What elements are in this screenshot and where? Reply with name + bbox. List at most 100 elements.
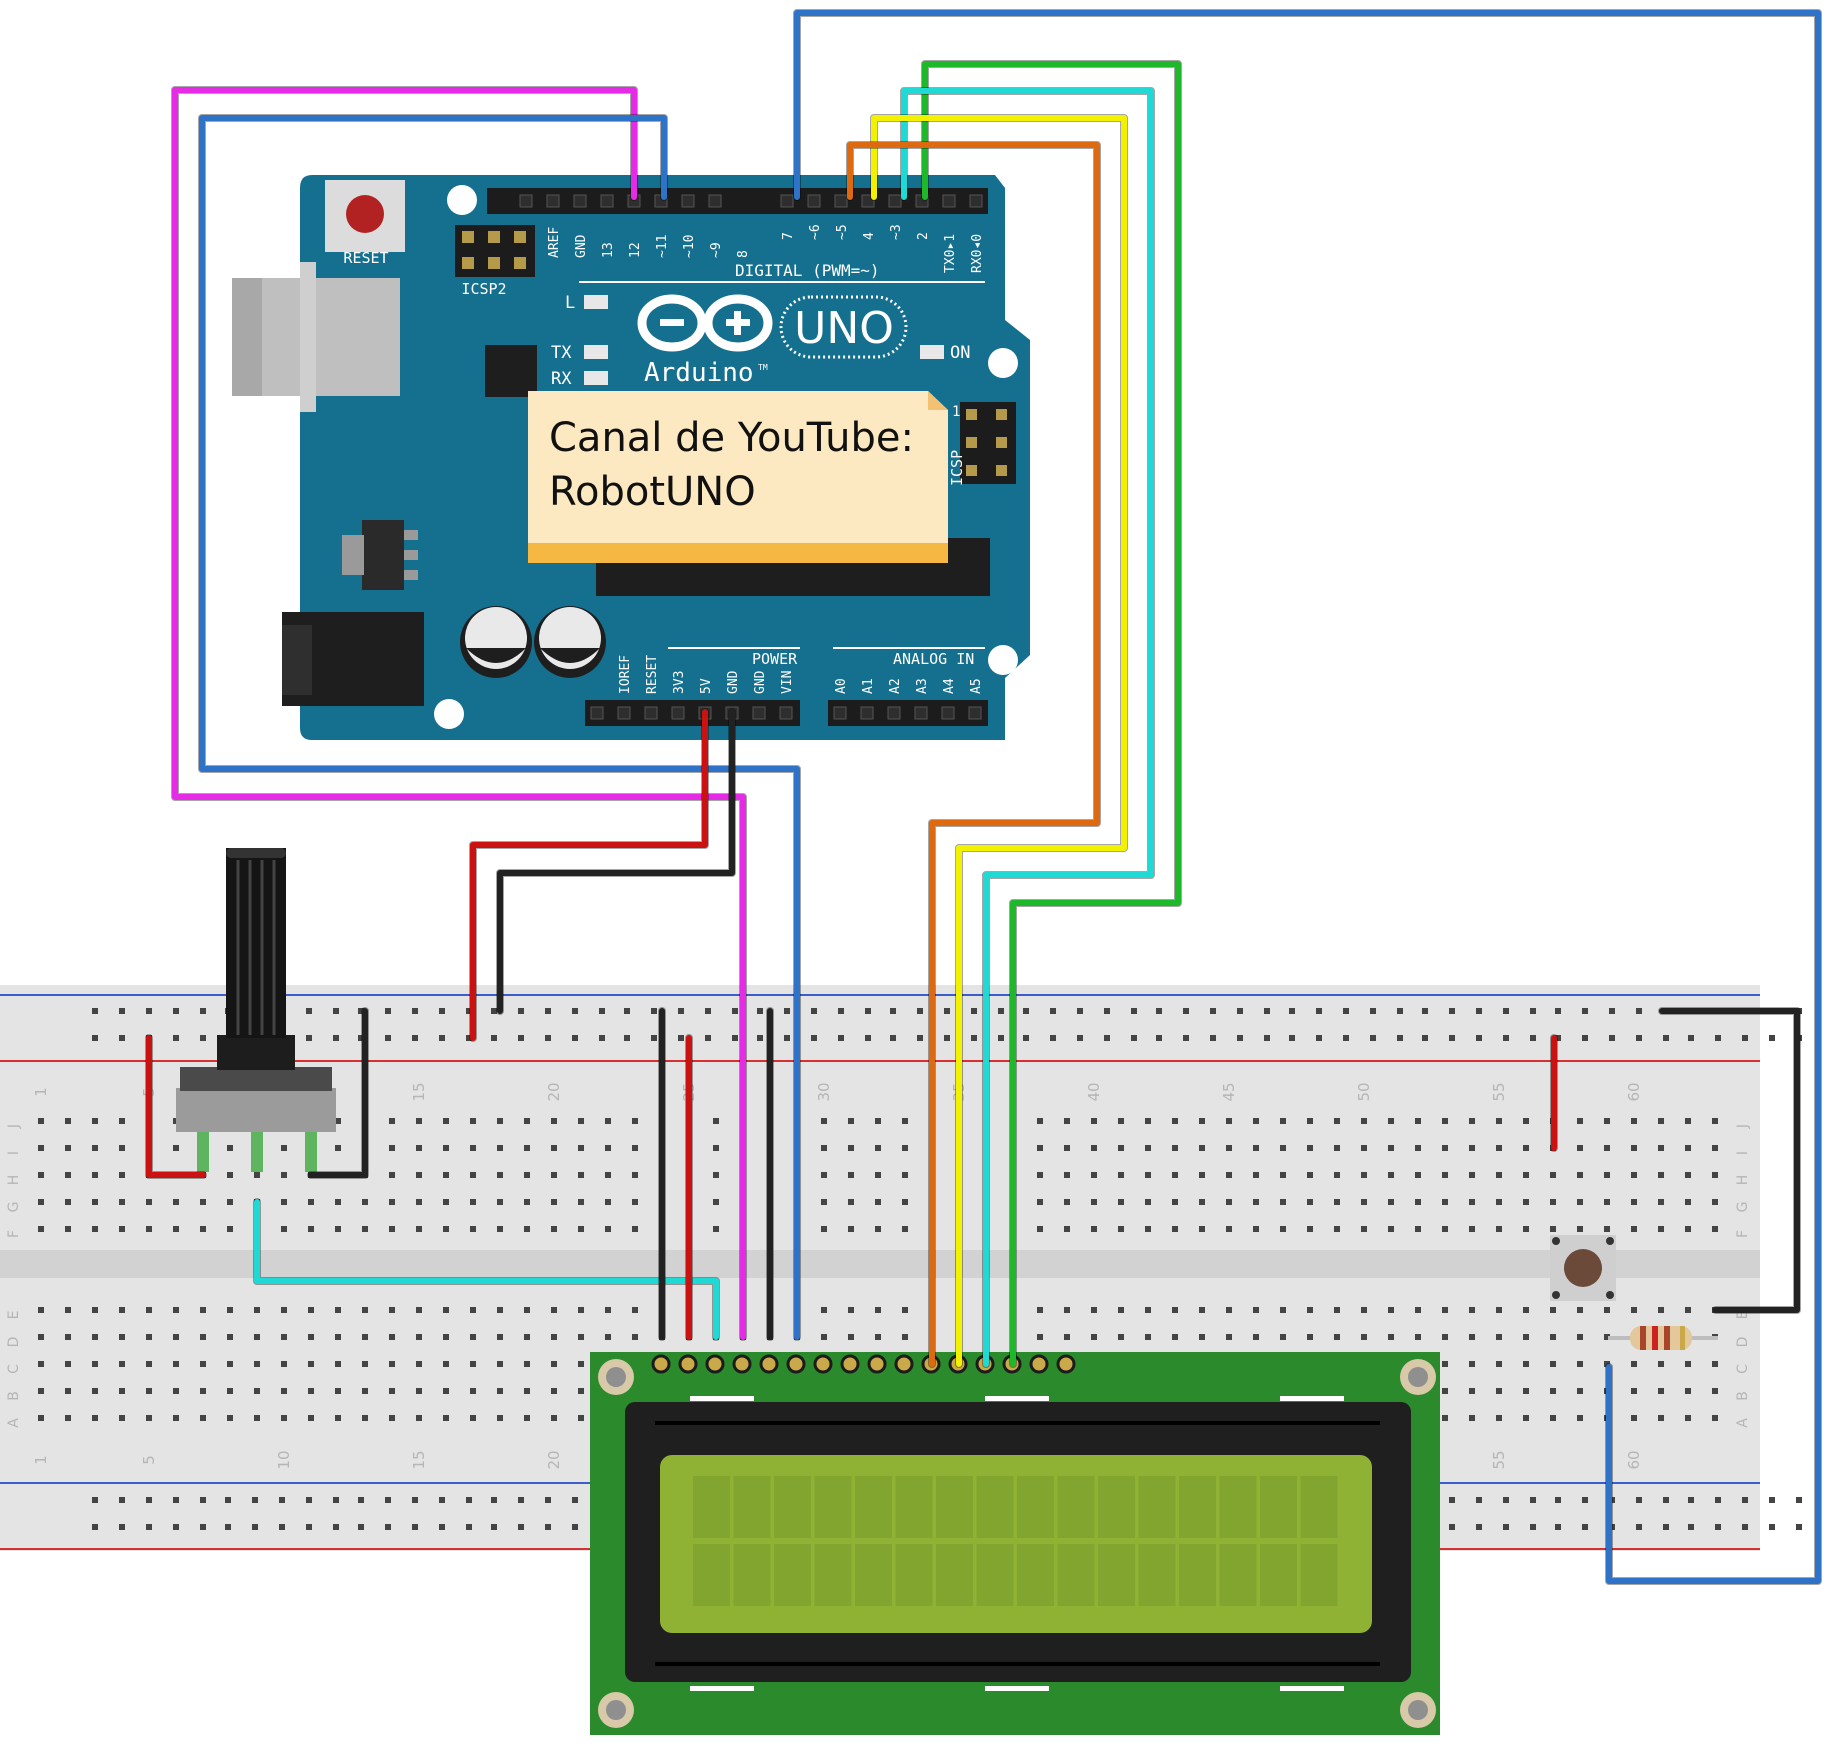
breadboard-hole[interactable]	[227, 1334, 233, 1340]
rail-hole[interactable]	[1715, 1035, 1721, 1041]
breadboard-hole[interactable]	[1199, 1118, 1205, 1124]
breadboard-hole[interactable]	[119, 1118, 125, 1124]
rail-hole[interactable]	[439, 1008, 445, 1014]
rail-hole[interactable]	[838, 1035, 844, 1041]
rail-hole[interactable]	[1476, 1035, 1482, 1041]
breadboard-hole[interactable]	[146, 1388, 152, 1394]
breadboard-hole[interactable]	[443, 1145, 449, 1151]
rail-hole[interactable]	[1663, 1524, 1669, 1530]
breadboard-hole[interactable]	[1037, 1118, 1043, 1124]
lcd-pin[interactable]	[1029, 1354, 1049, 1374]
breadboard-hole[interactable]	[497, 1334, 503, 1340]
rail-hole[interactable]	[306, 1497, 312, 1503]
rail-hole[interactable]	[92, 1497, 98, 1503]
rail-hole[interactable]	[1131, 1035, 1137, 1041]
breadboard-hole[interactable]	[38, 1415, 44, 1421]
rail-hole[interactable]	[1796, 1497, 1802, 1503]
breadboard-hole[interactable]	[416, 1118, 422, 1124]
breadboard-hole[interactable]	[875, 1172, 881, 1178]
rail-hole[interactable]	[1715, 1497, 1721, 1503]
rail-hole[interactable]	[998, 1035, 1004, 1041]
reset-button-cap[interactable]	[346, 195, 384, 233]
breadboard-hole[interactable]	[1388, 1145, 1394, 1151]
breadboard-hole[interactable]	[1685, 1307, 1691, 1313]
breadboard-hole[interactable]	[1064, 1307, 1070, 1313]
breadboard-hole[interactable]	[92, 1334, 98, 1340]
breadboard-hole[interactable]	[1496, 1415, 1502, 1421]
breadboard-hole[interactable]	[1199, 1145, 1205, 1151]
breadboard-hole[interactable]	[1253, 1172, 1259, 1178]
rail-hole[interactable]	[1023, 1035, 1029, 1041]
breadboard-hole[interactable]	[1064, 1172, 1070, 1178]
breadboard-hole[interactable]	[1226, 1118, 1232, 1124]
rail-hole[interactable]	[1476, 1497, 1482, 1503]
rail-hole[interactable]	[705, 1035, 711, 1041]
breadboard-hole[interactable]	[389, 1172, 395, 1178]
breadboard-hole[interactable]	[227, 1415, 233, 1421]
breadboard-hole[interactable]	[1631, 1307, 1637, 1313]
breadboard-hole[interactable]	[713, 1199, 719, 1205]
breadboard-hole[interactable]	[1307, 1118, 1313, 1124]
header-pin[interactable]	[546, 194, 560, 208]
breadboard-hole[interactable]	[1631, 1145, 1637, 1151]
breadboard-hole[interactable]	[1550, 1361, 1556, 1367]
breadboard-hole[interactable]	[497, 1226, 503, 1232]
breadboard-hole[interactable]	[848, 1118, 854, 1124]
breadboard-hole[interactable]	[470, 1118, 476, 1124]
breadboard-hole[interactable]	[1577, 1199, 1583, 1205]
breadboard-hole[interactable]	[281, 1172, 287, 1178]
breadboard-hole[interactable]	[902, 1307, 908, 1313]
rail-hole[interactable]	[599, 1008, 605, 1014]
breadboard-hole[interactable]	[1280, 1118, 1286, 1124]
breadboard-hole[interactable]	[470, 1388, 476, 1394]
breadboard-hole[interactable]	[632, 1145, 638, 1151]
header-pin[interactable]	[519, 194, 533, 208]
rail-hole[interactable]	[1503, 1008, 1509, 1014]
breadboard-hole[interactable]	[1469, 1334, 1475, 1340]
rail-hole[interactable]	[466, 1035, 472, 1041]
header-pin[interactable]	[671, 706, 685, 720]
rail-hole[interactable]	[572, 1497, 578, 1503]
rail-hole[interactable]	[811, 1008, 817, 1014]
rail-hole[interactable]	[385, 1497, 391, 1503]
breadboard-hole[interactable]	[1523, 1307, 1529, 1313]
breadboard-hole[interactable]	[1361, 1334, 1367, 1340]
breadboard-hole[interactable]	[119, 1172, 125, 1178]
breadboard-hole[interactable]	[1118, 1145, 1124, 1151]
breadboard-hole[interactable]	[227, 1172, 233, 1178]
lcd-pin[interactable]	[678, 1354, 698, 1374]
breadboard-hole[interactable]	[1496, 1145, 1502, 1151]
breadboard-hole[interactable]	[254, 1307, 260, 1313]
rail-hole[interactable]	[1530, 1497, 1536, 1503]
breadboard-hole[interactable]	[38, 1334, 44, 1340]
wire[interactable]	[847, 142, 1100, 1367]
wire[interactable]	[172, 87, 746, 1340]
breadboard-hole[interactable]	[1415, 1199, 1421, 1205]
header-pin[interactable]	[573, 194, 587, 208]
breadboard-hole[interactable]	[1334, 1334, 1340, 1340]
lcd-pin[interactable]	[759, 1354, 779, 1374]
breadboard-hole[interactable]	[1226, 1199, 1232, 1205]
breadboard-hole[interactable]	[632, 1334, 638, 1340]
breadboard-hole[interactable]	[173, 1199, 179, 1205]
breadboard-hole[interactable]	[1253, 1145, 1259, 1151]
breadboard-hole[interactable]	[1253, 1118, 1259, 1124]
breadboard-hole[interactable]	[578, 1172, 584, 1178]
breadboard-hole[interactable]	[578, 1361, 584, 1367]
header-pin[interactable]	[861, 194, 875, 208]
rail-hole[interactable]	[1183, 1035, 1189, 1041]
breadboard-hole[interactable]	[1334, 1226, 1340, 1232]
breadboard-hole[interactable]	[335, 1118, 341, 1124]
breadboard-hole[interactable]	[1172, 1145, 1178, 1151]
breadboard-hole[interactable]	[1550, 1307, 1556, 1313]
breadboard-hole[interactable]	[254, 1334, 260, 1340]
breadboard-hole[interactable]	[1442, 1307, 1448, 1313]
rail-hole[interactable]	[1476, 1524, 1482, 1530]
lcd-pin[interactable]	[705, 1354, 725, 1374]
rail-hole[interactable]	[1582, 1524, 1588, 1530]
rail-hole[interactable]	[1582, 1035, 1588, 1041]
breadboard-hole[interactable]	[578, 1145, 584, 1151]
rail-hole[interactable]	[1555, 1008, 1561, 1014]
breadboard-hole[interactable]	[605, 1145, 611, 1151]
breadboard-hole[interactable]	[524, 1118, 530, 1124]
